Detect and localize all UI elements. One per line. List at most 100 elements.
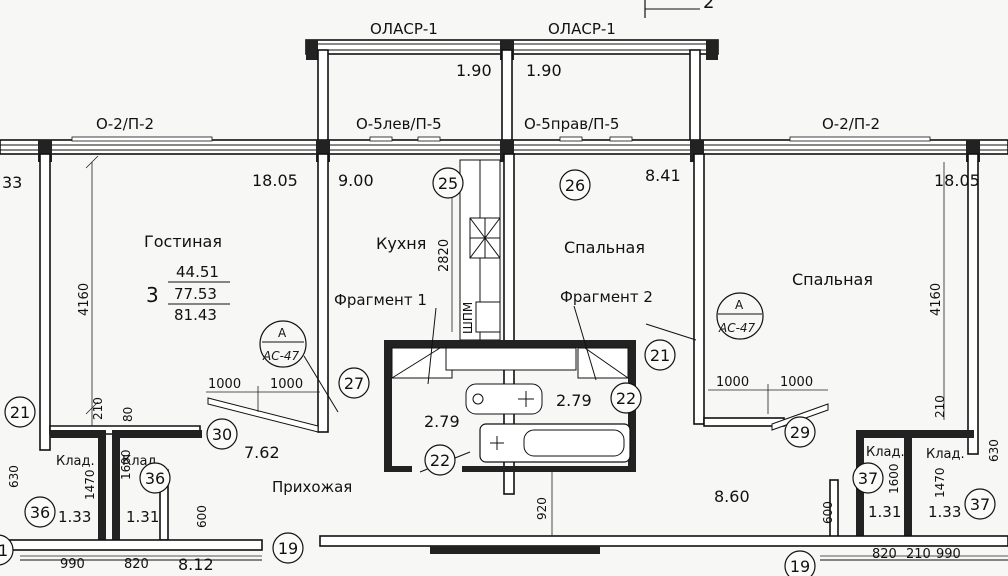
marker-circle: [272, 532, 304, 564]
area-storage-3: 1.31: [868, 503, 901, 521]
annotation-labels: ШПМ Фрагмент 1 Фрагмент 2 А АС-47 А АС-4…: [259, 288, 764, 413]
marker-37: 37: [852, 462, 884, 494]
dim-920: 920: [535, 497, 549, 520]
marker-label: 21: [0, 541, 8, 560]
fragment-2-label: Фрагмент 2: [560, 288, 653, 306]
marker-29: 29: [784, 416, 816, 448]
section-a-left: А: [278, 326, 287, 340]
dim-630-right: 630: [987, 439, 1001, 462]
dim-1470-right: 1470: [933, 467, 947, 498]
marker-21: 21: [0, 534, 14, 566]
marker-circle: [424, 444, 456, 476]
area-bath-1: 2.79: [424, 412, 460, 431]
marker-circle: [559, 169, 591, 201]
dim-1000-a: 1000: [208, 377, 241, 392]
marker-25: 25: [432, 167, 464, 199]
marker-label: 30: [212, 425, 232, 444]
marker-label: 37: [970, 495, 990, 514]
section-a-right: А: [735, 298, 744, 312]
marker-37: 37: [964, 488, 996, 520]
window-label-right: О-2/П-2: [822, 115, 880, 133]
window-labels: ОЛАСР-1 ОЛАСР-1 О-2/П-2 О-5лев/П-5 О-5пр…: [96, 20, 880, 133]
dim-80: 80: [121, 407, 135, 422]
dim-210-left: 210: [91, 397, 105, 420]
marker-circle: [24, 496, 56, 528]
marker-label: 36: [145, 469, 165, 488]
dim-820-right: 820: [872, 547, 897, 562]
window-label-center-right: О-5прав/П-5: [524, 115, 619, 133]
room-name-storage-3: Клад.: [866, 445, 905, 460]
section-marker-left: [259, 320, 307, 368]
dim-1600-right: 1600: [887, 463, 901, 494]
dim-600-right: 600: [821, 501, 835, 524]
dimension-labels: 2820 4160 4160 1000 1000 1000 1000 210 8…: [7, 239, 1001, 572]
exterior-wall: [0, 136, 1008, 162]
room-name-storage-1: Клад.: [56, 454, 95, 469]
dim-1600-left: 1600: [119, 449, 133, 480]
apartment-living-area: 44.51: [176, 263, 219, 281]
apartment-total-with-balcony: 81.43: [174, 306, 217, 324]
marker-circle: [206, 418, 238, 450]
marker-30: 30: [206, 418, 238, 450]
fragment-1-label: Фрагмент 1: [334, 291, 427, 309]
marker-circle: [139, 462, 171, 494]
dim-820-left: 820: [124, 557, 149, 572]
room-name-storage-4: Клад.: [926, 447, 965, 462]
dimension-lines: [20, 155, 1008, 557]
dim-990-left: 990: [60, 557, 85, 572]
marker-circle: [4, 396, 36, 428]
area-far-left: 33: [2, 173, 22, 192]
area-living: 18.05: [252, 171, 298, 190]
area-bottom-left: 8.12: [178, 555, 214, 574]
marker-circle: [784, 550, 816, 576]
marker-19: 19: [784, 550, 816, 576]
dim-1000-c: 1000: [716, 375, 749, 390]
marker-label: 36: [30, 503, 50, 522]
dim-210-bottom: 210: [906, 547, 931, 562]
interior-walls: [0, 153, 1008, 561]
circled-markers: 25262721303622222129371937193621: [0, 167, 996, 576]
area-bedroom-right: 18.05: [934, 171, 980, 190]
area-bedroom-center: 8.41: [645, 166, 681, 185]
marker-21: 21: [644, 339, 676, 371]
marker-circle: [784, 416, 816, 448]
corner-mark-text: 2: [703, 0, 714, 13]
marker-label: 22: [430, 451, 450, 470]
dim-630: 630: [7, 465, 21, 488]
marker-label: 19: [790, 557, 810, 576]
section-ref-right: АС-47: [718, 321, 756, 335]
marker-label: 25: [438, 174, 458, 193]
marker-circle: [964, 488, 996, 520]
marker-22: 22: [424, 444, 456, 476]
marker-label: 22: [616, 389, 636, 408]
dim-4160-right: 4160: [929, 283, 944, 316]
marker-36: 36: [139, 462, 171, 494]
area-storage-1: 1.33: [58, 508, 91, 526]
dim-1000-d: 1000: [780, 375, 813, 390]
marker-circle: [852, 462, 884, 494]
dim-600-left: 600: [195, 505, 209, 528]
vent-label: ШПМ: [461, 302, 475, 334]
marker-label: 21: [650, 346, 670, 365]
apartment-rooms-count: 3: [146, 283, 159, 307]
window-label-center-left: О-5лев/П-5: [356, 115, 442, 133]
area-hall: 8.60: [714, 487, 750, 506]
marker-label: 26: [565, 176, 585, 195]
apartment-total-area: 77.53: [174, 285, 217, 303]
dim-4160-left: 4160: [77, 283, 92, 316]
window-label-balcony-right: ОЛАСР-1: [548, 20, 616, 38]
marker-label: 37: [858, 469, 878, 488]
dim-1000-b: 1000: [270, 377, 303, 392]
dim-2820: 2820: [437, 239, 452, 272]
corner-mark: 2: [644, 0, 714, 18]
marker-36: 36: [24, 496, 56, 528]
window-label-left: О-2/П-2: [96, 115, 154, 133]
balcony-frame: [305, 39, 719, 151]
marker-22: 22: [610, 382, 642, 414]
section-ref-left: АС-47: [262, 349, 300, 363]
dim-1470-left: 1470: [83, 469, 97, 500]
marker-circle: [644, 339, 676, 371]
room-name-hall: Прихожая: [272, 478, 352, 496]
